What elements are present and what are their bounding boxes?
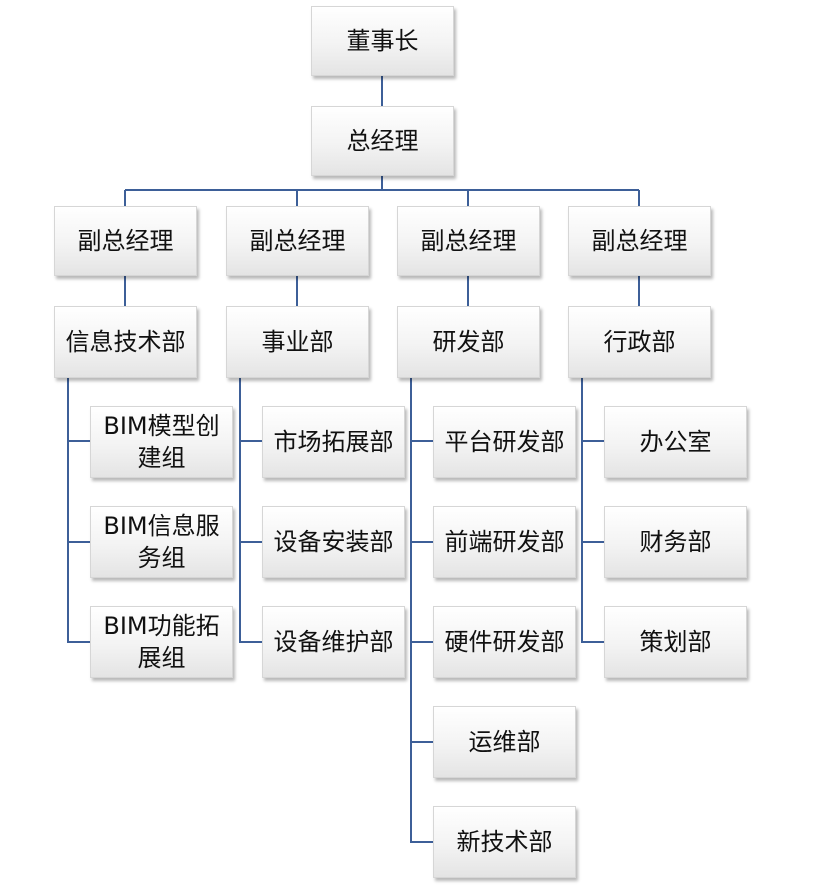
node-rd-ops-label: 运维部 <box>468 728 541 756</box>
node-general-manager: 总经理 <box>311 106 454 176</box>
node-rd-platform-label: 平台研发部 <box>444 428 565 456</box>
node-vp-2-label: 副总经理 <box>249 227 346 255</box>
node-it-bim-model: BIM模型创建组 <box>90 406 233 478</box>
node-dept-business: 事业部 <box>226 306 369 378</box>
node-vp-1-label: 副总经理 <box>77 227 174 255</box>
node-dept-it: 信息技术部 <box>54 306 197 378</box>
node-rd-hardware: 硬件研发部 <box>433 606 576 678</box>
node-admin-office-label: 办公室 <box>639 428 712 456</box>
node-vp-1: 副总经理 <box>54 206 197 276</box>
node-general-manager-label: 总经理 <box>346 127 419 155</box>
node-rd-hardware-label: 硬件研发部 <box>444 628 565 656</box>
node-dept-rd-label: 研发部 <box>432 328 505 356</box>
node-biz-maintain: 设备维护部 <box>262 606 405 678</box>
node-biz-install-label: 设备安装部 <box>273 528 394 556</box>
node-dept-rd: 研发部 <box>397 306 540 378</box>
node-rd-frontend-label: 前端研发部 <box>444 528 565 556</box>
node-chairman: 董事长 <box>311 6 454 76</box>
node-rd-platform: 平台研发部 <box>433 406 576 478</box>
node-vp-4-label: 副总经理 <box>591 227 688 255</box>
node-vp-2: 副总经理 <box>226 206 369 276</box>
node-it-bim-info-label: BIM信息服务组 <box>103 512 220 572</box>
node-biz-market-label: 市场拓展部 <box>273 428 394 456</box>
node-vp-3-label: 副总经理 <box>420 227 517 255</box>
node-rd-frontend: 前端研发部 <box>433 506 576 578</box>
node-admin-finance-label: 财务部 <box>639 528 712 556</box>
node-rd-ops: 运维部 <box>433 706 576 778</box>
node-vp-4: 副总经理 <box>568 206 711 276</box>
node-admin-planning: 策划部 <box>604 606 747 678</box>
node-biz-market: 市场拓展部 <box>262 406 405 478</box>
node-biz-maintain-label: 设备维护部 <box>273 628 394 656</box>
node-it-bim-info: BIM信息服务组 <box>90 506 233 578</box>
node-biz-install: 设备安装部 <box>262 506 405 578</box>
node-it-bim-func-label: BIM功能拓展组 <box>103 612 220 672</box>
node-rd-newtech-label: 新技术部 <box>456 828 553 856</box>
node-admin-office: 办公室 <box>604 406 747 478</box>
node-it-bim-model-label: BIM模型创建组 <box>103 412 220 472</box>
node-dept-it-label: 信息技术部 <box>65 328 186 356</box>
node-it-bim-func: BIM功能拓展组 <box>90 606 233 678</box>
node-dept-admin-label: 行政部 <box>603 328 676 356</box>
node-admin-finance: 财务部 <box>604 506 747 578</box>
node-dept-admin: 行政部 <box>568 306 711 378</box>
node-chairman-label: 董事长 <box>346 27 419 55</box>
node-admin-planning-label: 策划部 <box>639 628 712 656</box>
node-rd-newtech: 新技术部 <box>433 806 576 878</box>
node-dept-business-label: 事业部 <box>261 328 334 356</box>
node-vp-3: 副总经理 <box>397 206 540 276</box>
